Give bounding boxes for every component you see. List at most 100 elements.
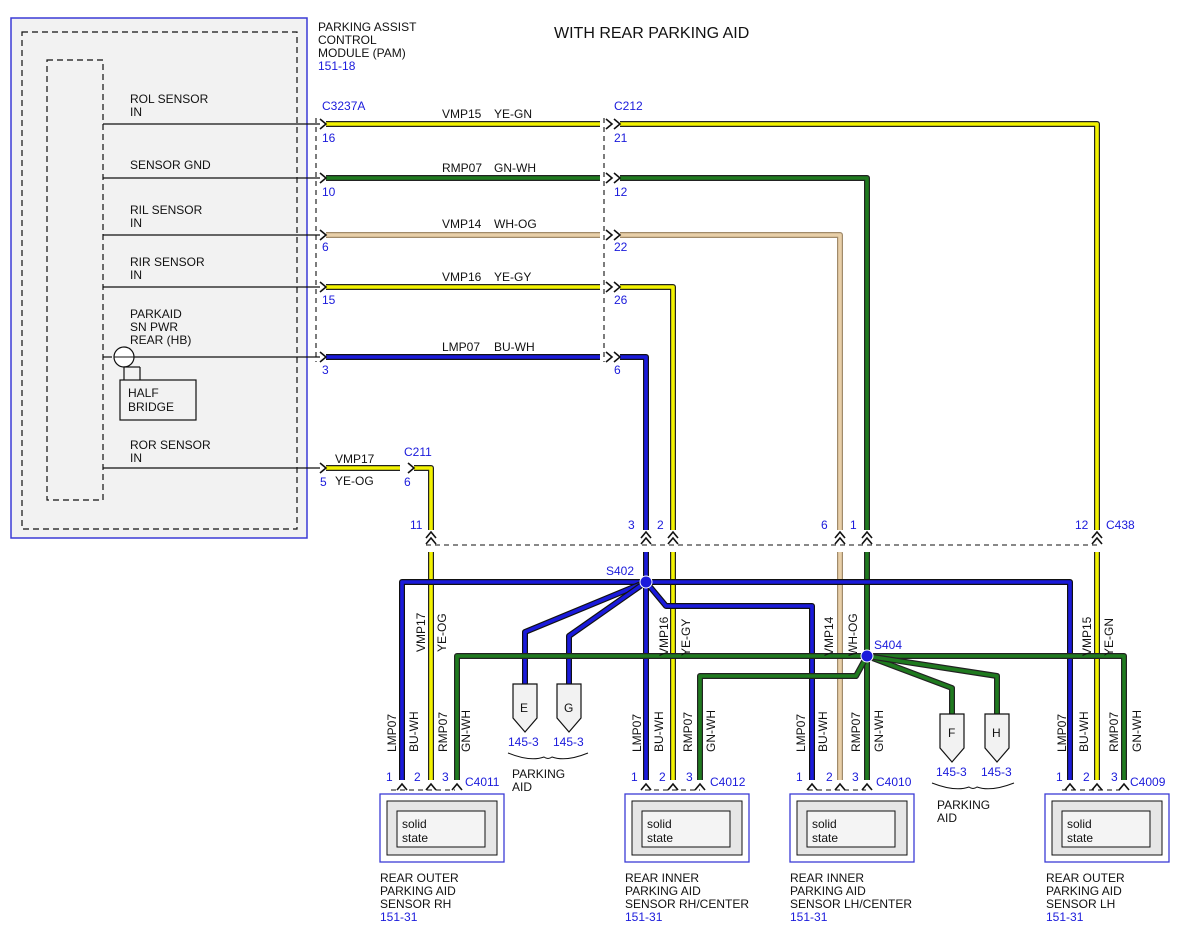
sensor-ref: 151-31 — [790, 910, 828, 924]
offpage-f: F 145-3 — [936, 713, 967, 779]
connector-arrow-icon — [667, 530, 679, 539]
pin-number: 12 — [1075, 518, 1089, 532]
sensor-ref: 151-31 — [380, 910, 418, 924]
pin-number: 3 — [1111, 770, 1118, 784]
wire-color-label: YE-GN — [494, 107, 532, 121]
sensor-name: REAR INNER — [790, 871, 864, 885]
connector-arrow-icon — [613, 229, 622, 241]
sensor-name: SENSOR LH — [1046, 897, 1115, 911]
wire-lmp07 — [567, 580, 648, 684]
wire-color-label: YE-OG — [335, 474, 374, 488]
connector-arrow-icon — [605, 281, 614, 293]
connector-arrow-icon — [613, 351, 622, 363]
device-label: solid — [402, 817, 427, 831]
wire-color-label: GN-WH — [704, 710, 718, 752]
splice-label: S402 — [606, 564, 634, 578]
connector-arrow-icon — [407, 462, 416, 474]
sensor-rh-outer: solid state — [379, 793, 505, 863]
wire-rmp07 — [866, 654, 999, 714]
offpage-ref: 145-3 — [936, 765, 967, 779]
sensor-name: REAR INNER — [625, 871, 699, 885]
connector-arrow-icon — [605, 351, 614, 363]
parking-aid-note: PARKING — [937, 798, 990, 812]
connector-arrow-icon — [319, 462, 328, 474]
wire-color-label: WH-OG — [494, 217, 537, 231]
circuit-label: RMP07 — [436, 712, 450, 752]
connector-label: C212 — [614, 99, 643, 113]
circuit-label: LMP07 — [1055, 714, 1069, 752]
connector-arrow-icon — [861, 530, 873, 539]
sensor-name: PARKING AID — [625, 884, 701, 898]
sensor-name: REAR OUTER — [380, 871, 459, 885]
sensor-name: SENSOR RH — [380, 897, 451, 911]
offpage-e: E 145-3 — [508, 683, 539, 749]
signal-label: RIL SENSOR — [130, 203, 203, 217]
brace-icon — [931, 782, 1015, 790]
wire-vmp14 — [620, 233, 842, 530]
parking-aid-note: AID — [937, 811, 957, 825]
device-label: solid — [1067, 817, 1092, 831]
sensor-name: PARKING AID — [380, 884, 456, 898]
circuit-label: LMP07 — [794, 714, 808, 752]
pam-module: HALF BRIDGE — [10, 17, 308, 539]
offpage-ref: 145-3 — [981, 765, 1012, 779]
circuit-label: VMP17 — [414, 612, 428, 652]
module-ref: 151-18 — [318, 59, 356, 73]
wire-color-label: GN-WH — [494, 161, 536, 175]
pin-number: 2 — [414, 770, 421, 784]
wire-color-label: GN-WH — [1130, 710, 1144, 752]
offpage-h: H 145-3 — [981, 713, 1012, 779]
pin-number: 6 — [322, 240, 329, 254]
wire-lmp07 — [644, 580, 814, 780]
device-label: state — [402, 831, 428, 845]
sensor-name: PARKING AID — [790, 884, 866, 898]
connector-arrow-icon — [451, 782, 463, 791]
parking-aid-note: AID — [512, 780, 532, 794]
connector-arrow-icon — [605, 172, 614, 184]
sensor-rh-inner: solid state — [624, 793, 750, 863]
pin-number: 16 — [322, 131, 336, 145]
wire-rmp07-outline — [620, 175, 870, 530]
signal-label: IN — [130, 451, 142, 465]
wire-lmp07 — [646, 580, 1072, 780]
sensor-name: REAR OUTER — [1046, 871, 1125, 885]
wire-vmp15 — [620, 122, 1099, 530]
connector-arrow-icon — [613, 118, 622, 130]
splice-s404 — [860, 649, 874, 663]
page-title: WITH REAR PARKING AID — [554, 25, 749, 42]
pin-number: 6 — [821, 518, 828, 532]
wire-color-label: WH-OG — [846, 613, 860, 656]
pin-number: 15 — [322, 293, 336, 307]
offpage-ref: 145-3 — [553, 735, 584, 749]
wire-lmp07 — [523, 580, 647, 684]
device-label: state — [812, 831, 838, 845]
signal-label: RIR SENSOR — [130, 255, 205, 269]
offpage-letter: G — [564, 701, 573, 715]
connector-arrow-icon — [613, 281, 622, 293]
connector-label: C4009 — [1130, 775, 1166, 789]
sensor-name: PARKING AID — [1046, 884, 1122, 898]
wire-rmp07 — [866, 654, 954, 714]
signal-label: ROL SENSOR — [130, 92, 209, 106]
device-label: solid — [812, 817, 837, 831]
sensor-group-rh-outer: LMP07 BU-WH RMP07 GN-WH 1 2 3 — [385, 710, 473, 784]
connector-arrow-icon — [1091, 782, 1103, 791]
connector-arrow-icon — [425, 536, 437, 545]
pin-number: 2 — [657, 518, 664, 532]
splice-label: S404 — [874, 638, 902, 652]
wire-color-label: YE-GN — [1102, 618, 1116, 656]
splice-s402 — [639, 575, 653, 589]
wire-rmp07 — [455, 654, 867, 780]
connector-arrow-icon — [613, 172, 622, 184]
sensor-group-lh-outer: LMP07 BU-WH RMP07 GN-WH 1 2 3 — [1055, 710, 1144, 784]
connector-arrow-icon — [425, 530, 437, 539]
connector-label: C3237A — [322, 99, 365, 113]
signal-label: PARKAID — [130, 307, 182, 321]
circuit-label: VMP16 — [442, 270, 482, 284]
connector-arrow-icon — [834, 530, 846, 539]
pin-number: 1 — [850, 518, 857, 532]
pin-number: 5 — [320, 475, 327, 489]
signal-label: ROR SENSOR — [130, 438, 211, 452]
circuit-label: RMP07 — [442, 161, 482, 175]
circuit-label: LMP07 — [630, 714, 644, 752]
